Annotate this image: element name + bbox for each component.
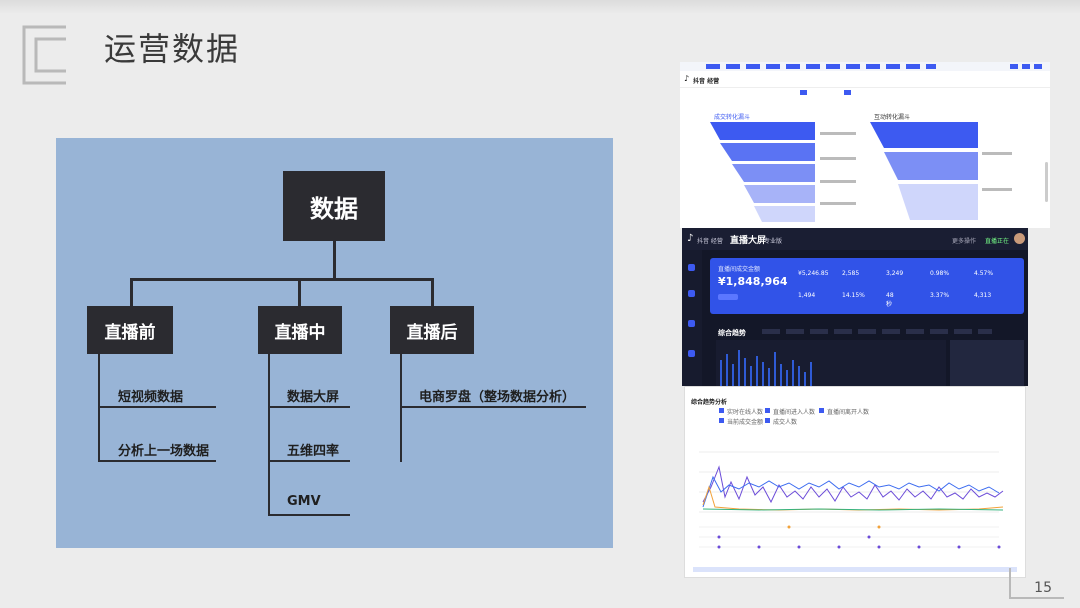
funnel-right-chart: [870, 122, 1012, 220]
funnel-left-title: 成交转化漏斗: [714, 114, 751, 121]
slide-title: 运营数据: [104, 30, 241, 68]
connector-root-down: [333, 241, 336, 281]
avatar[interactable]: [1014, 233, 1025, 244]
connector-leaf-vertical: [98, 354, 100, 462]
tab-row: [710, 90, 860, 96]
org-chart-panel: 数据 直播前 直播中 直播后 短视频数据 分析上一场数据 数据大屏 五维四率 G…: [56, 138, 613, 548]
dashboard-more-menu[interactable]: 更多操作: [952, 238, 977, 245]
org-branch-label: 直播中: [274, 322, 326, 343]
connector-leaf-underline: [400, 406, 586, 408]
connector-leaf-underline: [268, 514, 350, 516]
funnel-left-chart: [710, 122, 856, 222]
sidebar-nav-icon[interactable]: [688, 264, 695, 271]
douyin-logo-icon: ♪: [687, 233, 694, 244]
funnel-right-title: 互动转化漏斗: [874, 114, 911, 121]
metric-value: 1,494: [798, 292, 816, 299]
connector-leaf-vertical: [268, 354, 270, 516]
org-leaf-item: 五维四率: [287, 444, 340, 459]
org-branch-label: 直播前: [104, 322, 156, 343]
checkbox-label: 直播间进入人数: [773, 409, 816, 416]
metric-value: 2,585: [842, 270, 860, 277]
checkbox[interactable]: [819, 408, 824, 413]
connector-leaf-underline: [98, 406, 216, 408]
sidebar-nav-icon[interactable]: [688, 350, 695, 357]
screenshot-trend-analysis: 综合趋势分析 实时在线人数 直播间进入人数 直播间离开人数 当前成交金额 成交人…: [684, 386, 1026, 578]
metric-value: 4,313: [974, 292, 992, 299]
dashboard-title: 直播大屏: [730, 236, 767, 246]
checkbox[interactable]: [765, 418, 770, 423]
side-scrollbar[interactable]: [1045, 162, 1048, 202]
dashboard-subtitle[interactable]: 专业版: [764, 238, 783, 245]
gmv-value: ¥1,848,964: [718, 275, 788, 288]
connector-leaf-underline: [98, 460, 216, 462]
connector-leaf-underline: [268, 406, 350, 408]
org-leaf-item: 短视频数据: [118, 390, 184, 405]
trend-line-chart: [699, 451, 1004, 549]
checkbox[interactable]: [765, 408, 770, 413]
sidebar-nav-icon[interactable]: [688, 290, 695, 297]
dashboard-brand: 抖音 经营: [697, 238, 723, 245]
checkbox-label: 成交人数: [773, 419, 798, 426]
org-branch-node: 直播中: [258, 306, 342, 354]
org-leaf-item: 电商罗盘（整场数据分析）: [419, 390, 576, 405]
gmv-detail-button[interactable]: [718, 294, 738, 300]
corner-bracket-icon: [22, 25, 66, 85]
org-leaf-item: 分析上一场数据: [118, 444, 210, 459]
checkbox-label: 当前成交金额: [727, 419, 764, 426]
screenshot-live-dashboard: ♪ 抖音 经营 直播大屏 专业版 更多操作 直播正在 直播间成交金额 ¥1,84…: [682, 228, 1028, 386]
series-line-blue: [702, 475, 1000, 508]
trend-tab-bar: [762, 329, 992, 334]
metric-value: 0.98%: [930, 270, 950, 277]
metric-value: 14.15%: [842, 292, 865, 299]
org-branch-node: 直播前: [87, 306, 173, 354]
metric-value: 3.37%: [930, 292, 950, 299]
gmv-card: 直播间成交金额 ¥1,848,964 ¥5,246.85 2,585 3,249…: [710, 258, 1024, 314]
app-header: ♪ 抖音 经营: [680, 71, 1050, 88]
event-rows: [699, 525, 1001, 549]
org-leaf-item: 数据大屏: [287, 390, 340, 405]
connector-leaf-vertical: [400, 354, 402, 462]
org-leaf-item: GMV: [287, 494, 321, 509]
trend-chart-area: [716, 340, 946, 386]
trend-side-panel: [950, 340, 1024, 386]
metric-value: 48秒: [886, 292, 894, 308]
connector-left-down: [130, 278, 133, 306]
trend-bars: [720, 350, 812, 386]
slide-top-bar: [0, 0, 1080, 14]
douyin-logo-icon: ♪: [684, 74, 690, 83]
dashboard-header: ♪ 抖音 经营 直播大屏 专业版 更多操作 直播正在: [682, 228, 1028, 250]
page-corner-icon: [1009, 568, 1064, 599]
org-root-label: 数据: [310, 194, 358, 223]
time-range-scrollbar[interactable]: [693, 567, 1017, 572]
analysis-title: 综合趋势分析: [691, 399, 728, 406]
metric-value: 4.57%: [974, 270, 994, 277]
dashboard-live-status: 直播正在: [985, 238, 1010, 245]
app-brand: 抖音 经营: [693, 78, 720, 85]
checkbox[interactable]: [719, 418, 724, 423]
trend-title: 综合趋势: [718, 329, 746, 337]
org-root-node: 数据: [283, 171, 385, 241]
metric-value: 3,249: [886, 270, 904, 277]
checkbox-label: 实时在线人数: [727, 409, 764, 416]
page-number: 15: [1034, 580, 1052, 596]
org-branch-label: 直播后: [406, 322, 458, 343]
connector-leaf-underline: [268, 460, 350, 462]
top-toolbar: [680, 62, 1050, 71]
sidebar-nav-icon[interactable]: [688, 320, 695, 327]
connector-horizontal: [130, 278, 434, 281]
checkbox[interactable]: [719, 408, 724, 413]
connector-mid-down: [298, 278, 301, 306]
series-line-green: [702, 508, 1004, 511]
gmv-label: 直播间成交金额: [718, 266, 761, 273]
dashboard-sidebar: [682, 250, 702, 386]
series-line-orange: [702, 485, 1004, 511]
screenshot-funnel: ♪ 抖音 经营 成交转化漏斗 互动转化漏斗: [680, 62, 1050, 228]
metric-value: ¥5,246.85: [798, 270, 829, 277]
org-branch-node: 直播后: [390, 306, 474, 354]
checkbox-label: 直播间离开人数: [827, 409, 870, 416]
connector-right-down: [431, 278, 434, 306]
